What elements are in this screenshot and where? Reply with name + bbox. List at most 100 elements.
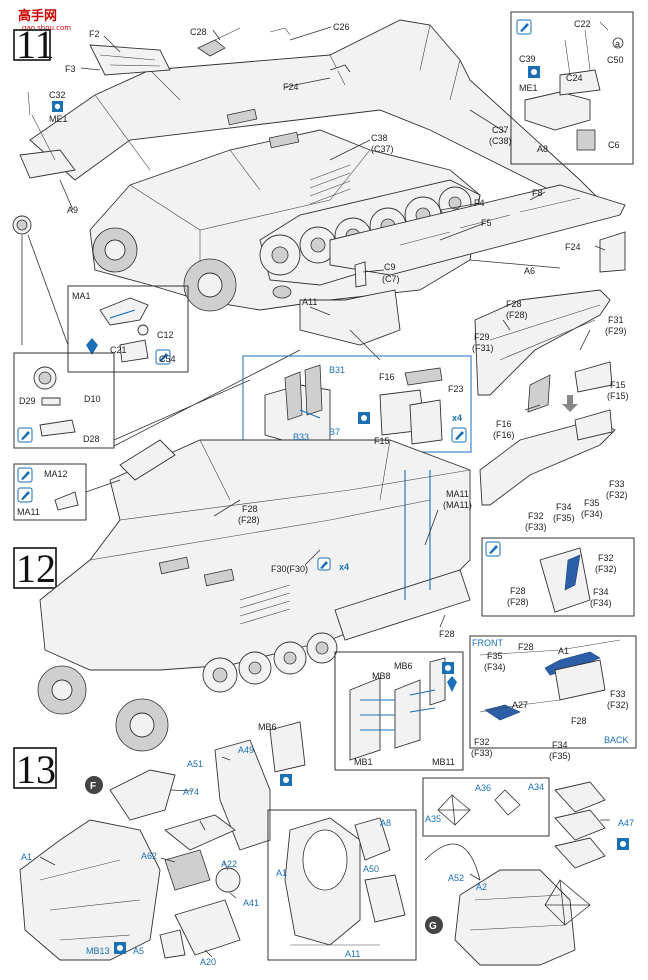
paint-icon	[442, 662, 454, 674]
label-f32p: (F32)	[606, 490, 628, 500]
label-c6: C6	[608, 140, 620, 150]
part-a51	[109, 769, 176, 821]
part-mb6-left	[269, 721, 306, 773]
label-c26: C26	[333, 22, 350, 32]
label-f35: F35	[584, 498, 600, 508]
bracket-f28	[539, 547, 591, 613]
detail-box-ma1	[67, 285, 189, 373]
label-c7p: (C7)	[382, 274, 400, 284]
part-f16-right	[527, 374, 551, 413]
part-a36	[437, 794, 471, 826]
paint-icon	[280, 774, 292, 786]
part-a5	[159, 929, 186, 959]
step-13-number: 13	[16, 747, 56, 792]
label-me1-box: ME1	[519, 83, 538, 93]
watermark-brand: 高手网	[18, 8, 57, 24]
label-f32: F32	[528, 511, 544, 521]
label-c22: C22	[574, 19, 591, 29]
glue-icon	[17, 427, 33, 443]
label-back: BACK	[604, 735, 629, 745]
label-f29p: (F29)	[605, 326, 627, 336]
step-11-number: 11	[16, 22, 55, 67]
label-f3: F3	[65, 64, 76, 74]
label-front: FRONT	[472, 638, 503, 648]
label-a20: A20	[200, 957, 216, 967]
label-c54: C54	[159, 354, 176, 364]
label-c38: C38	[371, 133, 388, 143]
label-d29: D29	[19, 396, 36, 406]
drill-icon	[86, 338, 98, 355]
label-f34-b: F34	[552, 740, 568, 750]
label-f34p: (F34)	[581, 509, 603, 519]
label-me1-left: ME1	[49, 114, 68, 124]
part-ma12	[54, 491, 79, 511]
paint-icon	[114, 942, 126, 954]
detail-box-mb	[334, 651, 464, 771]
label-mb8: MB8	[372, 671, 391, 681]
part-d10	[41, 397, 61, 406]
label-f33-f: F33	[610, 689, 626, 699]
step-11: 11	[12, 11, 634, 506]
road-wheels-12	[202, 632, 338, 693]
label-f28-low: F28	[439, 629, 455, 639]
label-f15: F15	[374, 436, 390, 446]
glue-icon	[155, 349, 171, 365]
label-f15-r: F15	[610, 380, 626, 390]
label-f16: F16	[379, 372, 395, 382]
label-a74: A74	[183, 787, 199, 797]
label-a49: A49	[238, 745, 254, 755]
detail-box-f32	[481, 537, 635, 617]
label-f32p-f: (F32)	[607, 700, 629, 710]
part-f23	[404, 367, 443, 386]
frame-a2	[454, 869, 576, 966]
paint-icon	[358, 412, 370, 424]
label-f16p-r: (F16)	[493, 430, 515, 440]
part-a22	[215, 867, 241, 893]
step-12: 12 x	[13, 439, 637, 773]
label-a52: A52	[448, 873, 464, 883]
part-c21	[137, 324, 149, 336]
label-f33: F33	[609, 479, 625, 489]
label-c50: C50	[607, 55, 624, 65]
label-ma11p: (MA11)	[443, 500, 472, 510]
part-mb1	[349, 677, 381, 761]
pad-3	[554, 837, 606, 869]
part-mb8	[394, 679, 421, 749]
label-f31: F31	[608, 315, 624, 325]
stowage-rack-f28	[474, 289, 611, 396]
label-c37p: (C37)	[371, 144, 394, 154]
sub-assembly-g-marker	[425, 916, 443, 934]
glue-icon	[451, 427, 467, 443]
label-f8: F8	[532, 188, 543, 198]
label-ma11-l: MA11	[17, 507, 40, 517]
part-c28	[197, 39, 226, 57]
part-b7-a	[284, 371, 303, 421]
label-a11: A11	[302, 297, 317, 307]
label-a62: A62	[141, 851, 157, 861]
label-c32: C32	[49, 90, 66, 100]
label-c38p: (C38)	[489, 136, 512, 146]
label-mb1: MB1	[354, 757, 373, 767]
detail-box-a36	[422, 777, 550, 837]
arrow-down-icon	[562, 395, 578, 412]
label-f28-mid: F28	[242, 504, 258, 514]
label-f15p-r: (F15)	[607, 391, 629, 401]
part-a8-center	[354, 817, 391, 861]
label-f28-a: F28	[506, 299, 522, 309]
label-c28: C28	[190, 27, 207, 37]
label-ma11: MA11	[446, 489, 469, 499]
label-a9: A9	[67, 205, 78, 215]
pad-1	[554, 781, 606, 813]
label-f28-det: F28	[510, 586, 526, 596]
part-a8-detail	[524, 91, 591, 131]
fender-a6	[329, 184, 626, 276]
label-f33p: (F33)	[525, 522, 547, 532]
label-f34: F34	[556, 502, 572, 512]
label-f34p-f: (F34)	[484, 662, 506, 672]
label-a22: A22	[221, 859, 237, 869]
stowage-a11	[299, 289, 401, 346]
plate-f33	[554, 659, 606, 701]
label-a6: A6	[524, 266, 535, 276]
label-f33p-b: (F33)	[471, 748, 493, 758]
